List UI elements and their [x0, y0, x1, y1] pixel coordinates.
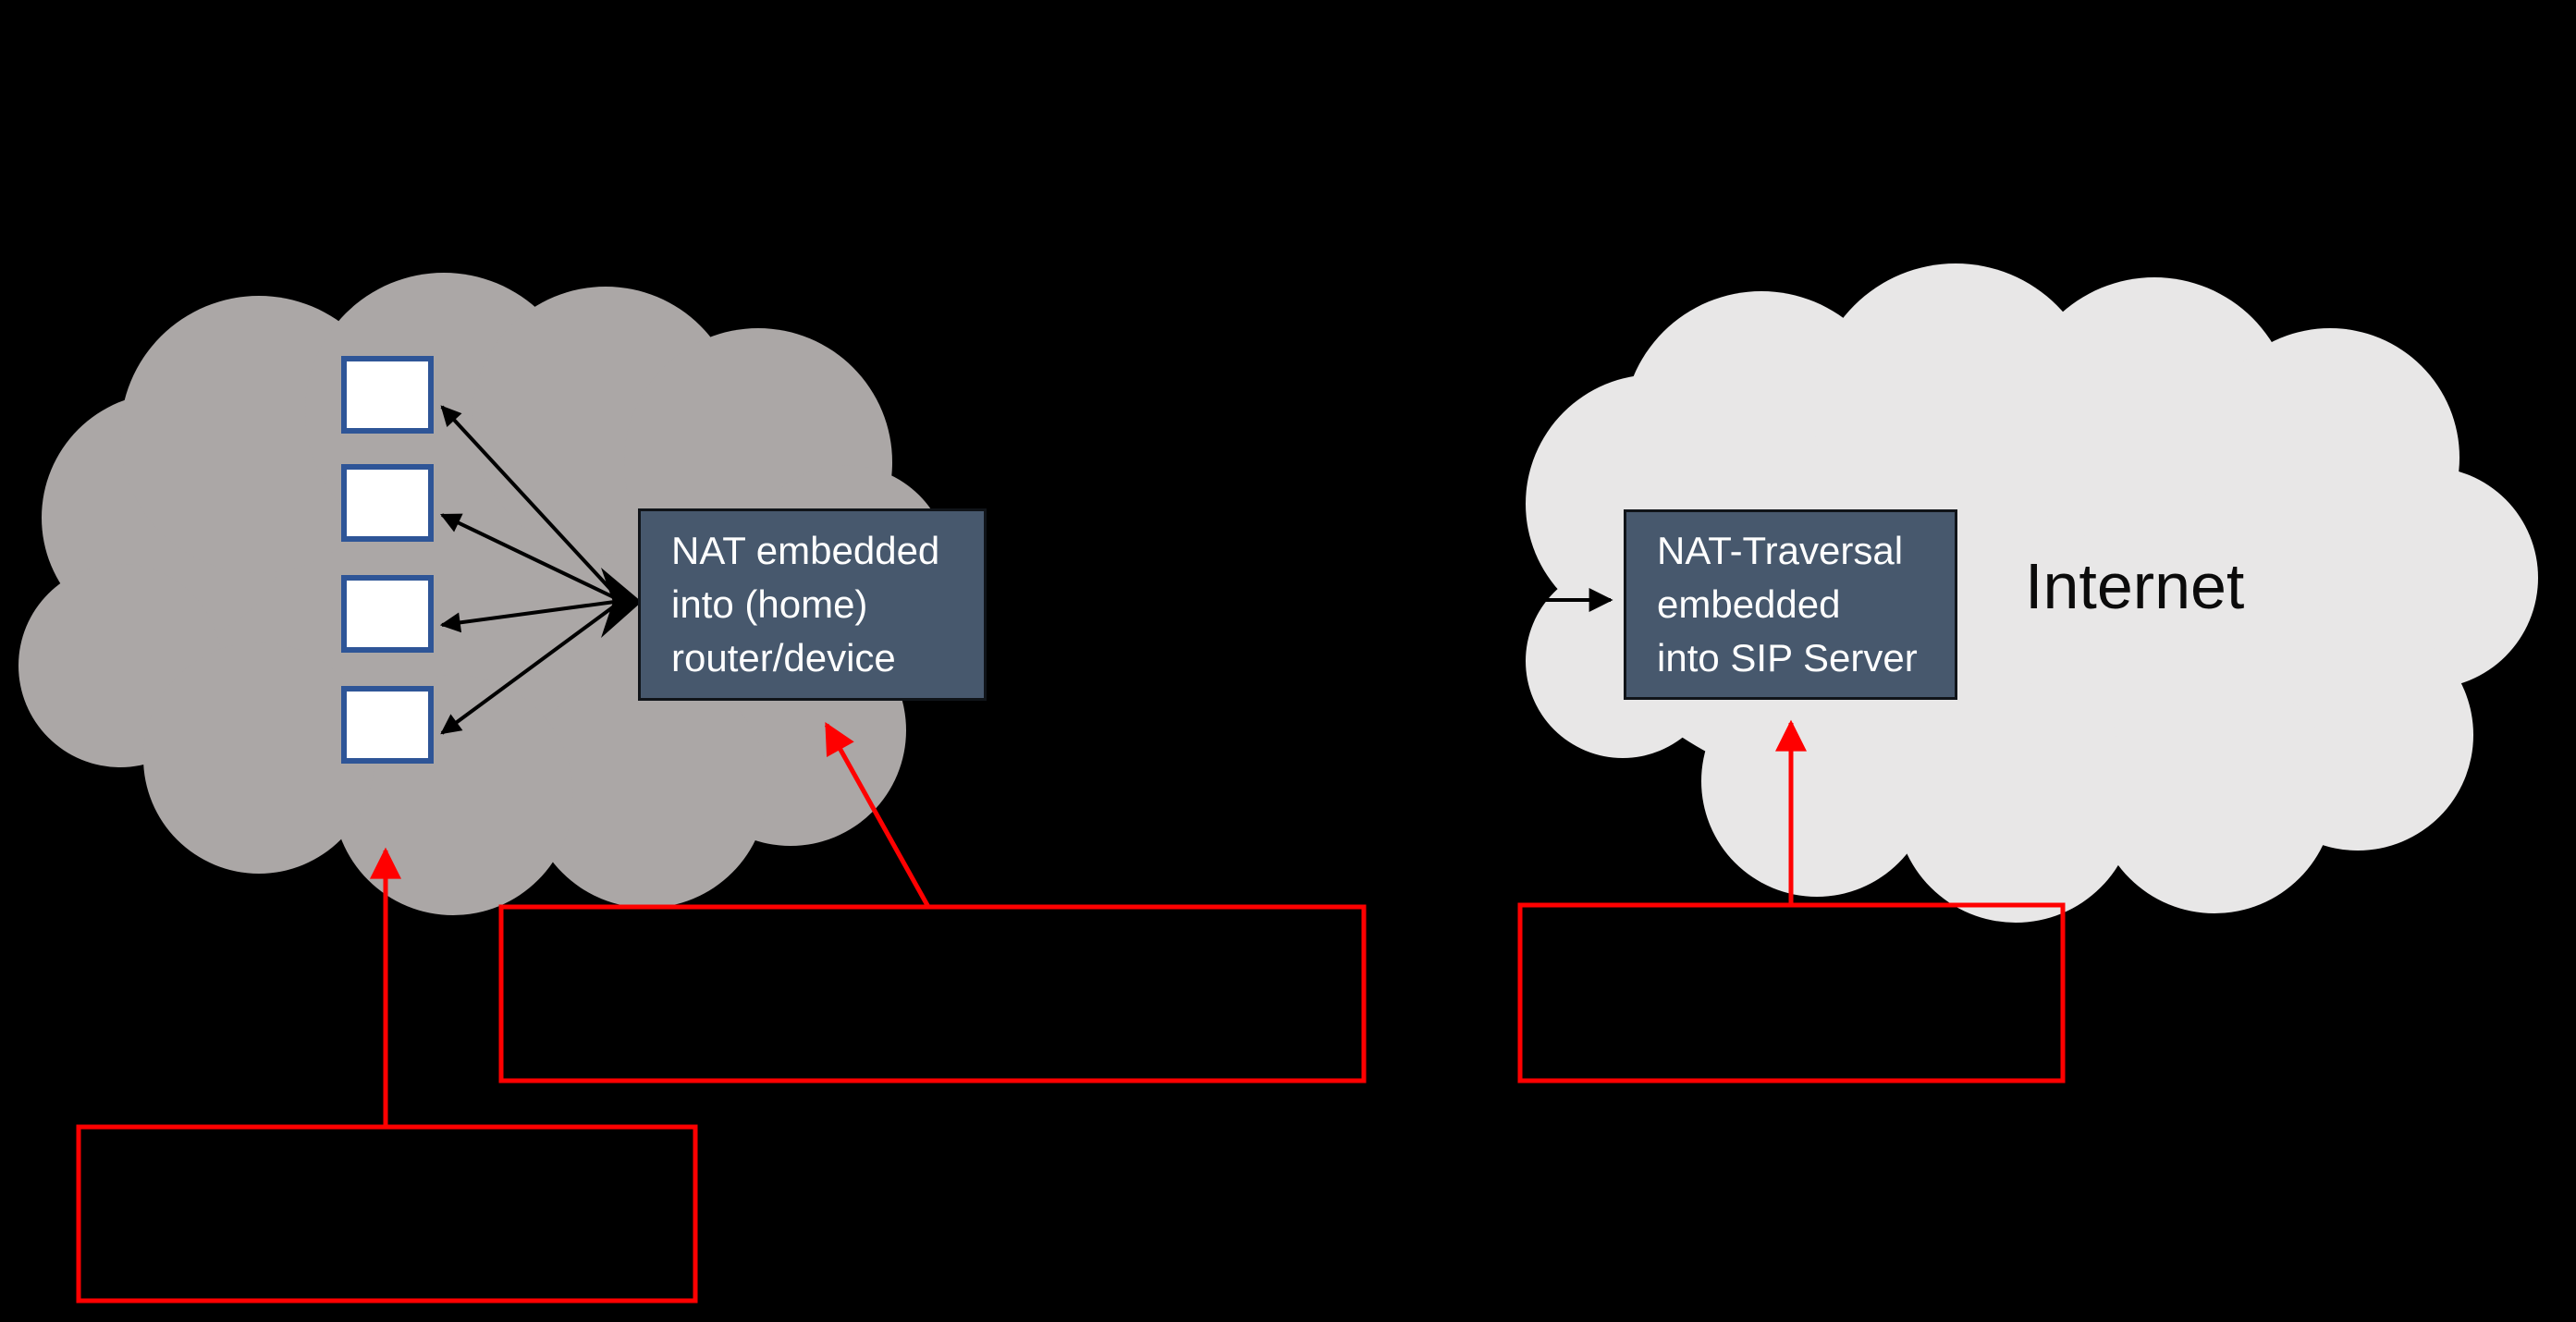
nat-box-line-2: into (home) — [671, 582, 868, 626]
cloud-bump — [143, 643, 374, 874]
nat-traversal-box-line-1: NAT-Traversal — [1657, 529, 1904, 572]
internet-label: Internet — [2025, 550, 2245, 622]
connector-line — [440, 405, 623, 603]
annotation-arrow-to-nat-box — [824, 722, 931, 909]
lan-devices — [341, 356, 434, 764]
device-box-4 — [341, 686, 434, 764]
internet-cloud — [1526, 263, 2538, 923]
device-box-3 — [341, 575, 434, 653]
connector-line — [439, 599, 622, 633]
annotation-arrows — [370, 719, 1807, 1127]
nat-traversal-box-line-3: into SIP Server — [1657, 636, 1918, 679]
connector-line — [440, 599, 623, 735]
cloud-bump — [1701, 666, 1932, 897]
annotation-boxes — [76, 902, 2066, 1304]
nat-box-line-3: router/device — [671, 636, 896, 679]
cloud-bump — [2094, 673, 2335, 913]
annotation-box-left — [76, 1124, 698, 1304]
annotation-box-right — [1517, 902, 2066, 1083]
annotation-box-middle — [498, 904, 1367, 1083]
converging-arrowhead-icon — [601, 568, 642, 638]
nat-traversal-box: NAT-Traversal embedded into SIP Server — [1624, 509, 1957, 700]
cloud-bump — [527, 667, 767, 908]
device-box-1 — [341, 356, 434, 434]
cloud-bump — [1812, 263, 2099, 550]
device-box-2 — [341, 464, 434, 542]
nat-traversal-box-line-2: embedded — [1657, 582, 1841, 626]
nat-box-line-1: NAT embedded — [671, 529, 940, 572]
connector-line — [440, 513, 622, 603]
nat-box: NAT embedded into (home) router/device — [638, 508, 987, 701]
lan-connectors — [439, 405, 642, 735]
cloud-bump — [1895, 682, 2136, 923]
